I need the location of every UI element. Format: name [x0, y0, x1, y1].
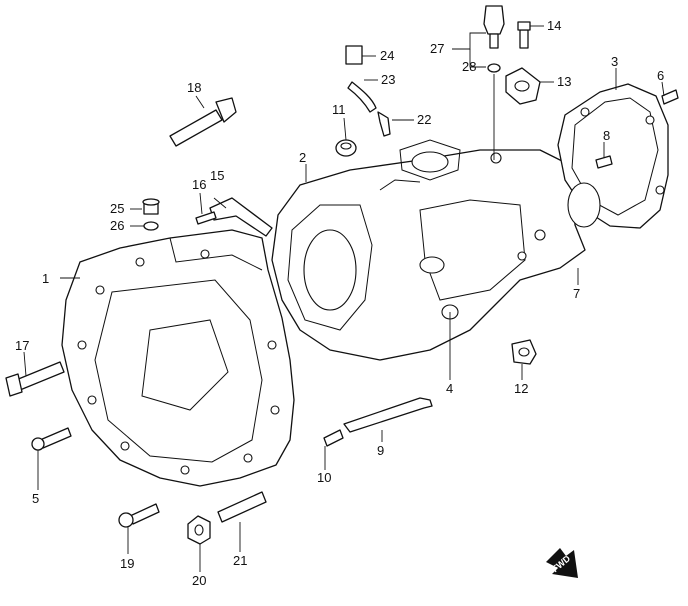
callout-14: 14	[547, 18, 561, 33]
callout-3: 3	[611, 54, 618, 69]
callout-27: 27	[430, 41, 444, 56]
callout-7: 7	[573, 286, 580, 301]
callout-28: 28	[462, 59, 476, 74]
gasket-26	[143, 221, 159, 231]
callout-19: 19	[120, 556, 134, 571]
bolt-10	[323, 429, 344, 447]
callout-23: 23	[381, 72, 395, 87]
callout-1: 1	[42, 271, 49, 286]
bolt-19	[118, 503, 160, 528]
callout-12: 12	[514, 381, 528, 396]
callout-17: 17	[15, 338, 29, 353]
forward-direction-badge: FWD	[546, 548, 578, 578]
bolt-5	[31, 427, 72, 451]
cap-11	[335, 139, 357, 157]
bolt-16	[195, 211, 217, 225]
callout-18: 18	[187, 80, 201, 95]
bolt-8	[595, 155, 613, 169]
callout-25: 25	[110, 201, 124, 216]
plug-25	[142, 198, 160, 215]
bolt-17	[5, 361, 65, 397]
bolt-14	[517, 21, 531, 49]
breather-24	[345, 45, 363, 65]
seal-12	[511, 339, 537, 365]
callout-22: 22	[417, 112, 431, 127]
hose-23	[347, 81, 377, 113]
callout-24: 24	[380, 48, 394, 63]
callout-2: 2	[299, 150, 306, 165]
callout-8: 8	[603, 128, 610, 143]
callout-15: 15	[210, 168, 224, 183]
callout-9: 9	[377, 443, 384, 458]
callout-13: 13	[557, 74, 571, 89]
leader-lines	[23, 25, 665, 572]
stud-21	[217, 491, 267, 523]
bracket-15	[209, 197, 273, 237]
bolt-6	[661, 89, 679, 105]
callout-labels: 1 2 3 4 5 6 7 8 9 10 11 12 13 14 15 16 1…	[15, 18, 664, 588]
nut-20	[187, 515, 211, 545]
callout-16: 16	[192, 177, 206, 192]
clutch-housing	[61, 229, 295, 487]
callout-5: 5	[32, 491, 39, 506]
callout-6: 6	[657, 68, 664, 83]
gasket-28	[487, 63, 501, 73]
callout-21: 21	[233, 553, 247, 568]
switch-27	[483, 5, 505, 49]
pipe-22	[377, 111, 391, 137]
shift-rod-9	[343, 397, 433, 433]
callout-20: 20	[192, 573, 206, 588]
callout-26: 26	[110, 218, 124, 233]
cover-13	[505, 67, 541, 105]
transmission-case	[271, 139, 586, 361]
extension-case	[557, 83, 669, 229]
callout-10: 10	[317, 470, 331, 485]
callout-11: 11	[332, 102, 346, 117]
callout-4: 4	[446, 381, 453, 396]
bolt-18	[169, 97, 237, 147]
